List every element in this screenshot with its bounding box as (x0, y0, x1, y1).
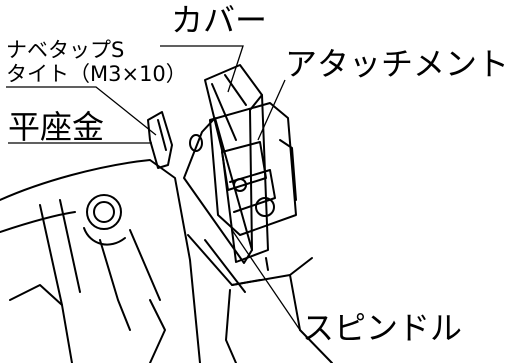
leader-attachment (257, 79, 286, 141)
label-spindle: スピンドル (302, 309, 463, 347)
label-attachment: アタッチメント (285, 45, 510, 83)
leader-spindle (231, 229, 301, 331)
spindle-part (187, 234, 333, 363)
label-washer: 平座金 (8, 108, 105, 146)
cover-part (204, 64, 269, 263)
label-screw-line2: タイト（M3×10） (6, 62, 187, 86)
attachment-part (183, 102, 297, 264)
leader-cover (160, 45, 244, 93)
washer-part (147, 111, 203, 169)
label-cover: カバー (171, 1, 268, 39)
tool-body (0, 159, 201, 363)
label-screw-line1: ナベタップS (6, 38, 125, 62)
leader-screw (6, 86, 157, 136)
